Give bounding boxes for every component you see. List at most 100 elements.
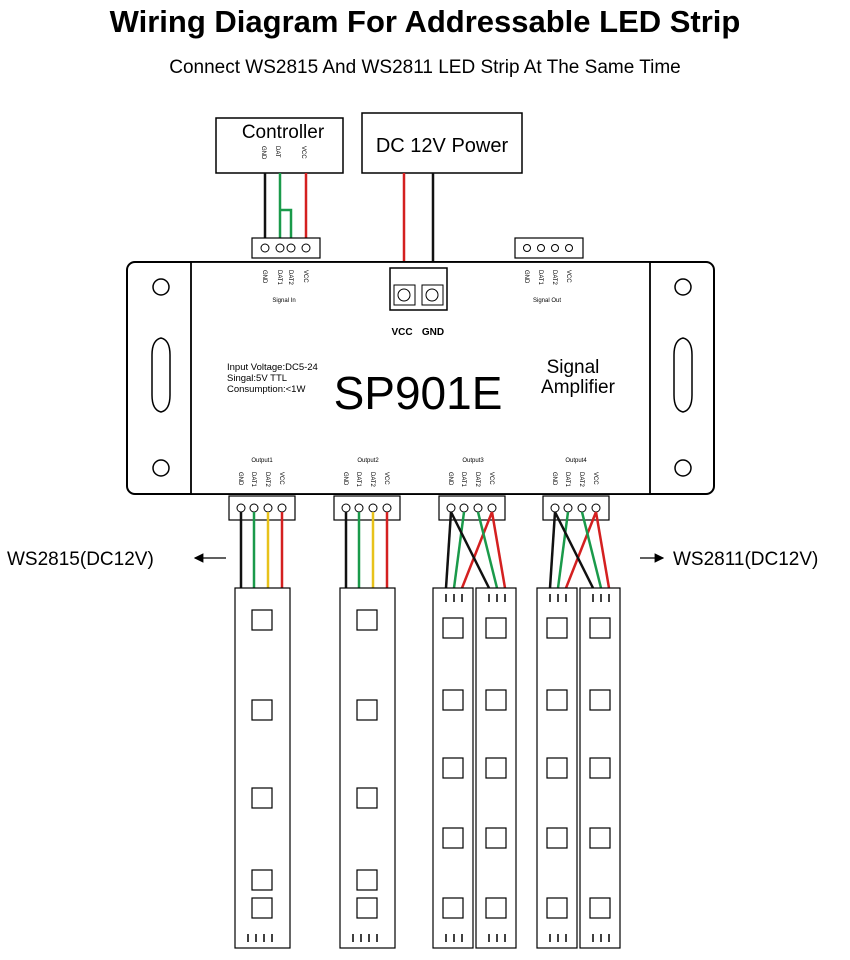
page-subtitle: Connect WS2815 And WS2811 LED Strip At T… bbox=[169, 57, 681, 78]
spec-input-voltage: Input Voltage:DC5-24 bbox=[227, 362, 318, 373]
output2-label: Output2 bbox=[357, 458, 379, 464]
led-chip-icon bbox=[251, 609, 273, 631]
device-name-line1: Signal bbox=[547, 357, 600, 378]
svg-text:DAT1: DAT1 bbox=[537, 270, 543, 286]
mount-hole-icon bbox=[674, 278, 692, 296]
spec-consumption: Consumption:<1W bbox=[227, 384, 305, 395]
terminal-screw-icon bbox=[382, 503, 392, 513]
wire bbox=[553, 511, 595, 589]
led-chip-icon bbox=[356, 787, 378, 809]
sp901e-device: GND DAT1 DAT2 VCC Signal In VCC GND GND … bbox=[126, 237, 715, 495]
output-pin-label: DAT1 bbox=[355, 472, 361, 488]
led-chip-icon bbox=[442, 897, 464, 919]
wire bbox=[460, 511, 494, 589]
led-chip-icon bbox=[442, 617, 464, 639]
led-chip-icon bbox=[442, 689, 464, 711]
wire bbox=[452, 511, 466, 589]
led-chip-icon bbox=[251, 897, 273, 919]
ws2811-label: WS2811(DC12V) bbox=[673, 549, 818, 570]
wire bbox=[548, 511, 557, 589]
output-pin-label: VCC bbox=[488, 472, 494, 485]
output-pin-label: VCC bbox=[383, 472, 389, 485]
output-pin-label: DAT2 bbox=[369, 472, 375, 488]
led-chip-icon bbox=[546, 827, 568, 849]
svg-text:DAT2: DAT2 bbox=[551, 270, 557, 286]
controller-box: Controller GND DAT VCC bbox=[215, 117, 344, 174]
output3-label: Output3 bbox=[462, 458, 484, 464]
led-chip-icon bbox=[485, 617, 507, 639]
svg-text:GND: GND bbox=[523, 270, 529, 284]
mount-slot-icon bbox=[151, 337, 171, 413]
device-name-line2: Amplifier bbox=[541, 377, 616, 398]
terminal-screw-icon bbox=[354, 503, 364, 513]
controller-wires bbox=[263, 173, 308, 238]
terminal-screw-icon bbox=[236, 503, 246, 513]
led-chip-icon bbox=[251, 869, 273, 891]
led-chip-icon bbox=[442, 827, 464, 849]
svg-text:VCC: VCC bbox=[565, 270, 571, 283]
terminal-screw-icon bbox=[263, 503, 273, 513]
wire bbox=[564, 511, 598, 589]
led-chip-icon bbox=[589, 897, 611, 919]
led-strip bbox=[234, 587, 291, 949]
output4-label: Output4 bbox=[565, 458, 587, 464]
terminal-screw-icon bbox=[368, 503, 378, 513]
output-pin-label: DAT1 bbox=[250, 472, 256, 488]
wire bbox=[580, 511, 603, 589]
controller-pin-gnd: GND bbox=[260, 146, 266, 160]
led-chip-icon bbox=[356, 869, 378, 891]
output-pin-label: DAT1 bbox=[564, 472, 570, 488]
wire bbox=[556, 511, 570, 589]
terminal-screw-icon bbox=[577, 503, 587, 513]
terminal-screw-icon bbox=[591, 503, 601, 513]
led-chip-icon bbox=[589, 617, 611, 639]
terminal-screw-icon bbox=[563, 503, 573, 513]
terminal-screw-icon bbox=[446, 503, 456, 513]
led-chip-icon bbox=[546, 617, 568, 639]
output-pin-label: GND bbox=[447, 472, 453, 486]
terminal-screw-icon bbox=[487, 503, 497, 513]
terminal-screw-icon bbox=[459, 503, 469, 513]
led-chip-icon bbox=[589, 827, 611, 849]
terminal-screw-icon bbox=[249, 503, 259, 513]
output-pin-label: GND bbox=[342, 472, 348, 486]
power-wires bbox=[402, 173, 435, 268]
led-chip-icon bbox=[546, 689, 568, 711]
terminal-screw-icon bbox=[277, 503, 287, 513]
led-chip-icon bbox=[251, 787, 273, 809]
terminal-screw-icon bbox=[473, 503, 483, 513]
led-chip-icon bbox=[356, 897, 378, 919]
output-pin-label: GND bbox=[551, 472, 557, 486]
output-pin-label: DAT2 bbox=[474, 472, 480, 488]
led-chip-icon bbox=[546, 757, 568, 779]
wire bbox=[594, 511, 611, 589]
led-chip-icon bbox=[485, 689, 507, 711]
output-pin-label: VCC bbox=[592, 472, 598, 485]
output-pin-label: DAT2 bbox=[578, 472, 584, 488]
power-label: DC 12V Power bbox=[376, 135, 509, 157]
signal-out-label: Signal Out bbox=[533, 298, 561, 304]
svg-text:VCC: VCC bbox=[302, 270, 308, 283]
led-chip-icon bbox=[485, 757, 507, 779]
wire bbox=[449, 511, 491, 589]
ws2815-label: WS2815(DC12V) bbox=[7, 549, 154, 570]
svg-text:GND: GND bbox=[261, 270, 267, 284]
led-chip-icon bbox=[356, 699, 378, 721]
output-pin-label: GND bbox=[237, 472, 243, 486]
mount-hole-icon bbox=[152, 459, 170, 477]
power-box: DC 12V Power bbox=[361, 112, 523, 174]
led-chip-icon bbox=[485, 827, 507, 849]
mount-hole-icon bbox=[152, 278, 170, 296]
svg-text:DAT1: DAT1 bbox=[276, 270, 282, 286]
led-chip-icon bbox=[589, 757, 611, 779]
controller-label: Controller bbox=[242, 122, 325, 143]
device-model: SP901E bbox=[334, 367, 503, 419]
signal-in-label: Signal In bbox=[272, 298, 295, 304]
wire bbox=[444, 511, 453, 589]
output1-label: Output1 bbox=[251, 458, 273, 464]
page-title: Wiring Diagram For Addressable LED Strip bbox=[109, 4, 741, 39]
led-chip-icon bbox=[589, 689, 611, 711]
power-terminal-gnd: GND bbox=[422, 327, 444, 338]
terminal-screw-icon bbox=[341, 503, 351, 513]
